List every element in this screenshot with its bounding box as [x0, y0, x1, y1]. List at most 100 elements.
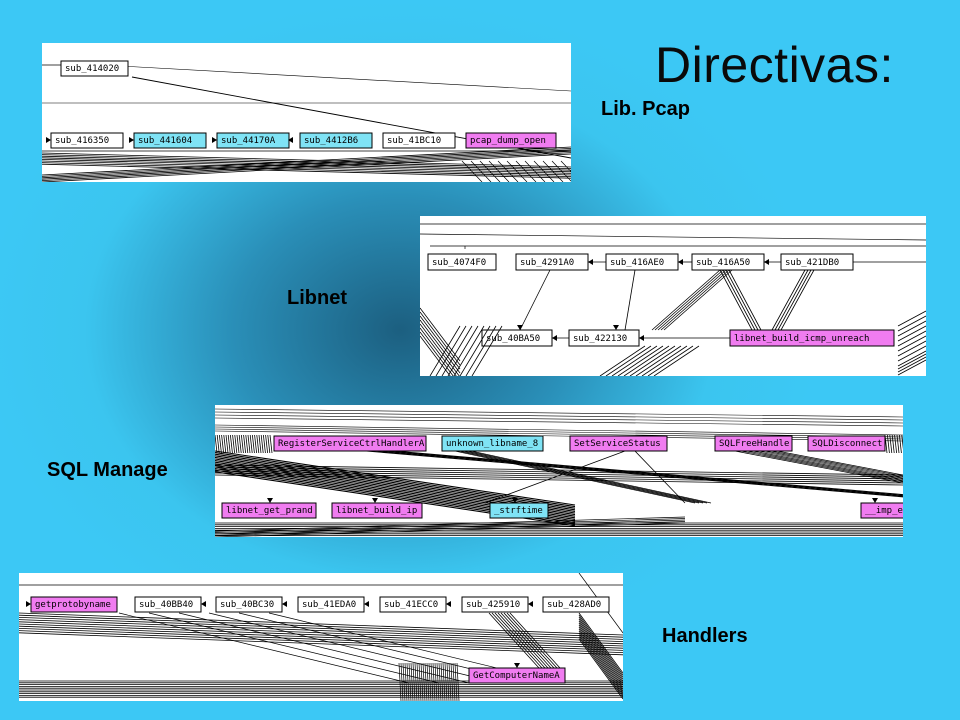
edge-line	[42, 150, 571, 180]
graph-node[interactable]: sub_4074F0	[427, 253, 497, 271]
edge-line	[215, 518, 686, 533]
node-box	[860, 502, 903, 519]
edge-line	[578, 628, 623, 690]
graph-node[interactable]: sub_4291A0	[515, 253, 589, 271]
graph-node[interactable]: SQLDisconnect	[807, 435, 886, 452]
edge-line	[746, 450, 903, 482]
node-label: sub_422130	[573, 334, 627, 344]
edge-line	[491, 612, 543, 669]
graph-node[interactable]: __imp_e	[860, 502, 903, 519]
node-box	[133, 132, 207, 149]
edge-line	[624, 269, 636, 331]
edge-line	[420, 311, 461, 366]
graph-node[interactable]: sub_41ECC0	[379, 596, 447, 613]
edge-line	[406, 662, 410, 701]
edge-line	[232, 434, 235, 454]
edge-line	[252, 434, 255, 454]
edge-line	[426, 662, 430, 701]
edge-line	[515, 160, 537, 182]
edge-arrowhead	[678, 259, 683, 265]
graph-node[interactable]: SetServiceStatus	[569, 435, 668, 452]
edge-line	[42, 154, 571, 169]
edge-line	[245, 434, 249, 454]
edge-line	[215, 521, 686, 536]
graph-svg-libnet: sub_4074F0 sub_4291A0 sub_416AE0 sub_416A50…	[420, 223, 926, 376]
graph-node[interactable]: sub_416350	[50, 132, 124, 149]
edge-line	[454, 662, 458, 701]
edge-line	[42, 163, 571, 179]
edge-line	[887, 434, 890, 454]
node-label: sub_44170A	[221, 136, 276, 146]
edge-line	[265, 434, 268, 454]
edge-line	[408, 662, 412, 701]
graph-node[interactable]: sub_414020	[60, 60, 129, 77]
edge-line	[42, 162, 571, 177]
edge-line	[462, 450, 704, 504]
edge-line	[430, 662, 434, 701]
edge-line	[897, 356, 926, 373]
graph-node[interactable]: libnet_build_ip	[331, 502, 423, 519]
edge-line	[503, 612, 555, 669]
graph-node[interactable]: sub_441604	[133, 132, 207, 149]
graph-node[interactable]: sub_40BA50	[481, 329, 553, 347]
edge-line	[260, 434, 264, 454]
graph-node[interactable]: sub_40BC30	[215, 596, 283, 613]
edge-line	[263, 434, 266, 454]
edge-line	[891, 434, 895, 454]
edge-arrowhead	[764, 259, 769, 265]
edge-line	[578, 614, 623, 676]
graph-node[interactable]: sub_425910	[461, 596, 529, 613]
graph-node[interactable]: sub_40BB40	[134, 596, 202, 613]
graph-node[interactable]: sub_416A50	[691, 253, 765, 271]
graph-node[interactable]: GetComputerNameA	[468, 667, 566, 684]
edge-line	[215, 452, 576, 508]
graph-node[interactable]: sub_422130	[568, 329, 640, 347]
edge-line	[453, 325, 485, 376]
graph-node[interactable]: pcap_dump_open	[465, 132, 557, 149]
edge-line	[771, 269, 806, 331]
graph-node[interactable]: sub_44170A	[216, 132, 290, 149]
edge-line	[398, 662, 402, 701]
label-handlers: Handlers	[662, 625, 748, 647]
graph-node[interactable]: SQLFreeHandle	[714, 435, 793, 452]
graph-node[interactable]: RegisterServiceCtrlHandlerA	[273, 435, 427, 452]
edge-line	[420, 315, 461, 370]
edge-line	[42, 148, 571, 177]
edge-line	[635, 345, 682, 376]
graph-panel-pcap: sub_414020 sub_416350 sub_441604 sub_44170A…	[42, 43, 571, 182]
edge-line	[506, 612, 558, 669]
edge-line	[269, 434, 273, 454]
graph-node[interactable]: sub_41EDA0	[297, 596, 365, 613]
edge-line	[542, 160, 564, 182]
edge-line	[441, 325, 473, 376]
graph-node[interactable]: _strftime	[489, 502, 549, 519]
graph-node[interactable]: unknown_libname_8	[441, 435, 544, 452]
graph-node[interactable]: sub_4412B6	[299, 132, 373, 149]
edge-line	[450, 662, 454, 701]
edge-line	[412, 662, 416, 701]
edge-line	[382, 450, 903, 496]
graph-node[interactable]: sub_41BC10	[382, 132, 456, 149]
edge-line	[19, 630, 623, 653]
edge-arrowhead	[212, 137, 217, 143]
node-label: unknown_libname_8	[446, 439, 538, 449]
graph-node[interactable]: sub_416AE0	[605, 253, 679, 271]
node-label: sub_414020	[65, 64, 119, 74]
edge-line	[488, 612, 540, 669]
edge-line	[370, 450, 903, 497]
edge-line	[254, 434, 257, 454]
edge-line	[524, 160, 546, 182]
edge-line	[734, 450, 903, 484]
edge-line	[578, 612, 623, 674]
graph-node[interactable]: libnet_build_icmp_unreach	[729, 329, 895, 347]
edge-line	[402, 662, 406, 701]
graph-node[interactable]: libnet_get_prand	[221, 502, 317, 519]
graph-node[interactable]: getprotobyname	[30, 596, 118, 613]
graph-node[interactable]: sub_428AD0	[542, 596, 610, 613]
graph-node[interactable]: sub_421DB0	[780, 253, 854, 271]
edge-line	[578, 632, 623, 694]
edge-line	[42, 146, 571, 176]
edge-line	[479, 160, 501, 182]
edge-arrowhead	[364, 601, 369, 607]
edge-arrowhead	[129, 137, 134, 143]
